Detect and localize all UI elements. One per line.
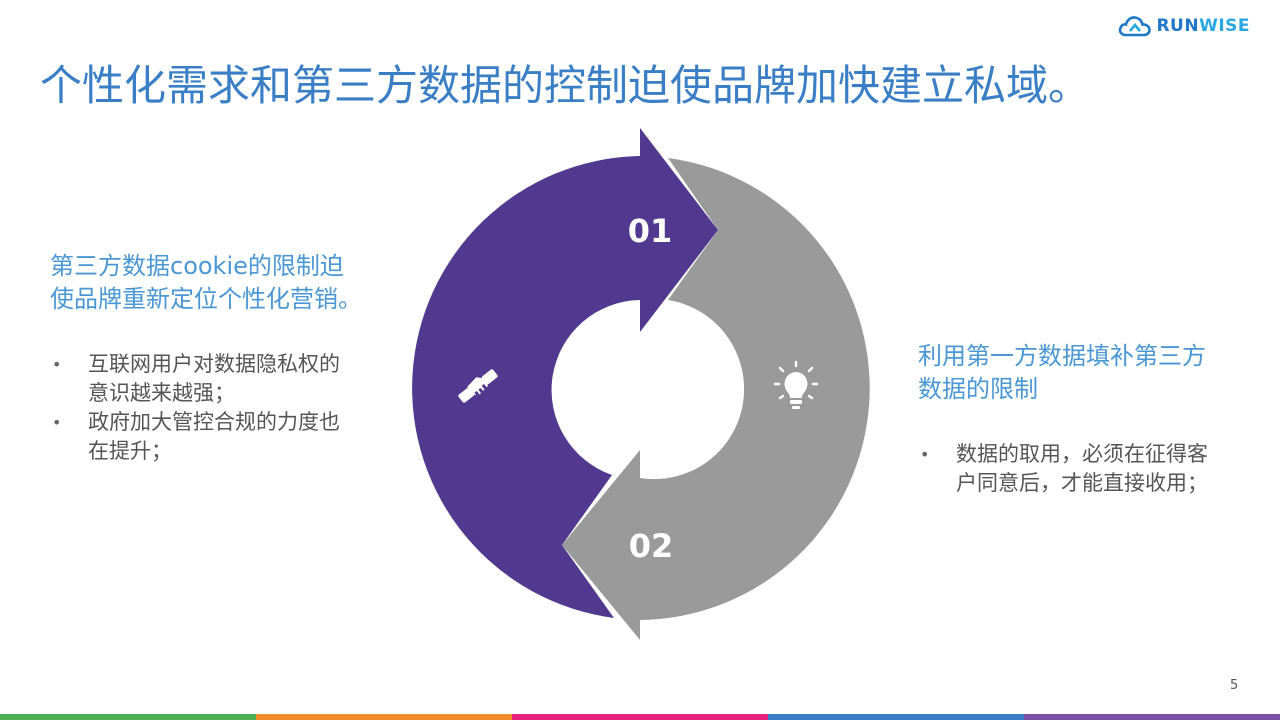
bottom-color-bar <box>0 714 1280 720</box>
color-stripe <box>512 714 768 720</box>
lightbulb-icon <box>773 360 819 409</box>
brand-logo: RUNWISE <box>1118 14 1250 38</box>
color-stripe <box>1024 714 1280 720</box>
color-stripe <box>256 714 512 720</box>
left-heading: 第三方数据cookie的限制迫 使品牌重新定位个性化营销。 <box>50 252 362 313</box>
right-text-block: 利用第一方数据填补第三方 数据的限制 数据的取用，必须在征得客户同意后，才能直接… <box>918 340 1258 498</box>
cycle-segment-01 <box>412 128 718 618</box>
brand-name: RUNWISE <box>1156 16 1250 36</box>
handshake-icon <box>458 369 498 403</box>
page-number: 5 <box>1230 678 1239 693</box>
cloud-logo-icon <box>1119 16 1152 37</box>
right-heading: 利用第一方数据填补第三方 数据的限制 <box>918 342 1206 403</box>
left-text-block: 第三方数据cookie的限制迫 使品牌重新定位个性化营销。 互联网用户对数据隐私… <box>50 250 400 466</box>
cycle-segment-02 <box>562 158 870 640</box>
slide-title: 个性化需求和第三方数据的控制迫使品牌加快建立私域。 <box>40 61 1091 110</box>
color-stripe <box>768 714 1024 720</box>
step-02-label: 02 <box>629 527 674 565</box>
cycle-diagram: 01 02 <box>412 128 870 640</box>
step-01-label: 01 <box>628 212 673 250</box>
color-stripe <box>0 714 256 720</box>
